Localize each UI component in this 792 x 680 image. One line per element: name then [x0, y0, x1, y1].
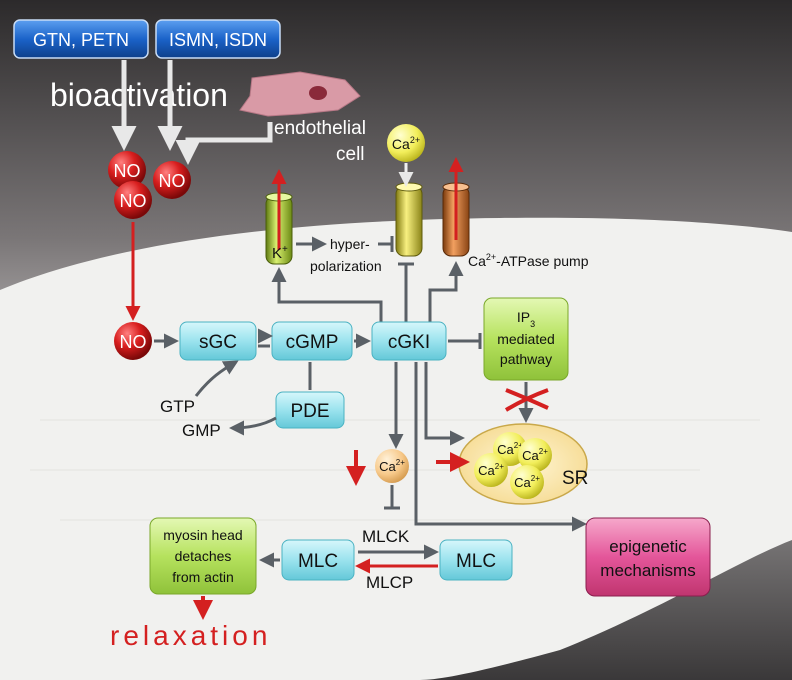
arrow-cgki-to-atpase	[428, 261, 464, 322]
cgmp-node: cGMP	[271, 321, 353, 361]
blocked-cross-icon	[504, 388, 549, 412]
ip3-line1: IP3	[517, 309, 535, 329]
arrow-gtp-to-sgc	[194, 360, 239, 397]
hyperpolarization-line1: hyper-	[330, 236, 370, 252]
potassium-label: K+	[272, 244, 288, 262]
pde-label: PDE	[290, 401, 329, 422]
arrow-cgki-to-potassium-channel	[271, 267, 383, 322]
ip3-line3: pathway	[500, 351, 552, 367]
drug-label-gtn-petn: GTN, PETN	[33, 30, 129, 50]
calcium-label: Ca2+	[392, 135, 420, 152]
endothelial-label-line1: endothelial	[274, 118, 366, 139]
calcium-label: Ca2+	[514, 474, 540, 490]
mlc-node-left: MLC	[281, 539, 355, 581]
gmp-label: GMP	[182, 421, 221, 440]
myosin-line2: detaches	[175, 548, 232, 564]
arrow-pde-to-gmp	[229, 416, 277, 436]
no-label: NO	[120, 332, 147, 352]
calcium-label: Ca2+	[379, 458, 405, 474]
cgki-node: cGKI	[371, 321, 447, 361]
no-molecule: NO	[108, 151, 146, 189]
no-molecule-intracellular: NO	[114, 322, 152, 360]
no-label: NO	[159, 171, 186, 191]
mlcp-label: MLCP	[366, 573, 413, 592]
drug-label-ismn-isdn: ISMN, ISDN	[169, 30, 267, 50]
mlck-label: MLCK	[362, 527, 410, 546]
mlc-node-right: MLC	[439, 539, 513, 581]
drug-box-gtn-petn: GTN, PETN	[13, 19, 149, 59]
ip3-line2: mediated	[497, 331, 555, 347]
calcium-label: Ca2+	[478, 462, 504, 478]
bioactivation-label: bioactivation	[50, 77, 228, 113]
drug-box-ismn-isdn: ISMN, ISDN	[155, 19, 281, 59]
sgc-label: sGC	[199, 332, 237, 353]
epigenetic-line1: epigenetic	[609, 537, 687, 556]
epigenetic-node: epigenetic mechanisms	[585, 517, 711, 597]
myosin-line3: from actin	[172, 569, 233, 585]
sgc-node: sGC	[179, 321, 257, 361]
endothelial-cell-icon	[239, 71, 361, 117]
calcium-label: Ca2+	[522, 447, 548, 463]
gtp-label: GTP	[160, 397, 195, 416]
no-molecule: NO	[114, 181, 152, 219]
calcium-channel	[395, 182, 423, 257]
cgmp-label: cGMP	[286, 332, 339, 353]
no-label: NO	[120, 191, 147, 211]
calcium-ion-extracellular: Ca2+	[387, 124, 425, 162]
no-label: NO	[114, 161, 141, 181]
calcium-label: Ca2+	[497, 441, 523, 457]
calcium-ion-intracellular: Ca2+	[375, 449, 409, 483]
relaxation-label: relaxation	[110, 620, 271, 651]
atpase-label: Ca2+-ATPase pump	[468, 252, 589, 269]
cgki-label: cGKI	[388, 332, 430, 353]
pde-node: PDE	[275, 391, 345, 429]
arrow-cgki-to-epigenetic	[414, 362, 587, 532]
calcium-ion-sr: Ca2+	[510, 465, 544, 499]
ip3-pathway-node: IP3 mediated pathway	[483, 297, 569, 381]
mlc-label: MLC	[298, 551, 338, 572]
calcium-ion-sr: Ca2+	[518, 438, 552, 472]
mlc-label: MLC	[456, 551, 496, 572]
sr-label: SR	[562, 468, 588, 489]
potassium-sup: +	[282, 244, 288, 255]
arrow-endothelial-to-no	[175, 122, 273, 165]
epigenetic-line2: mechanisms	[600, 561, 695, 580]
arrow-cgki-to-sr	[424, 362, 465, 446]
myosin-node: myosin head detaches from actin	[149, 517, 257, 595]
no-molecule: NO	[153, 161, 191, 199]
endothelial-label-line2: cell	[336, 144, 365, 165]
hyperpolarization-line2: polarization	[310, 258, 382, 274]
calcium-ion-sr: Ca2+	[474, 453, 508, 487]
myosin-line1: myosin head	[163, 527, 242, 543]
